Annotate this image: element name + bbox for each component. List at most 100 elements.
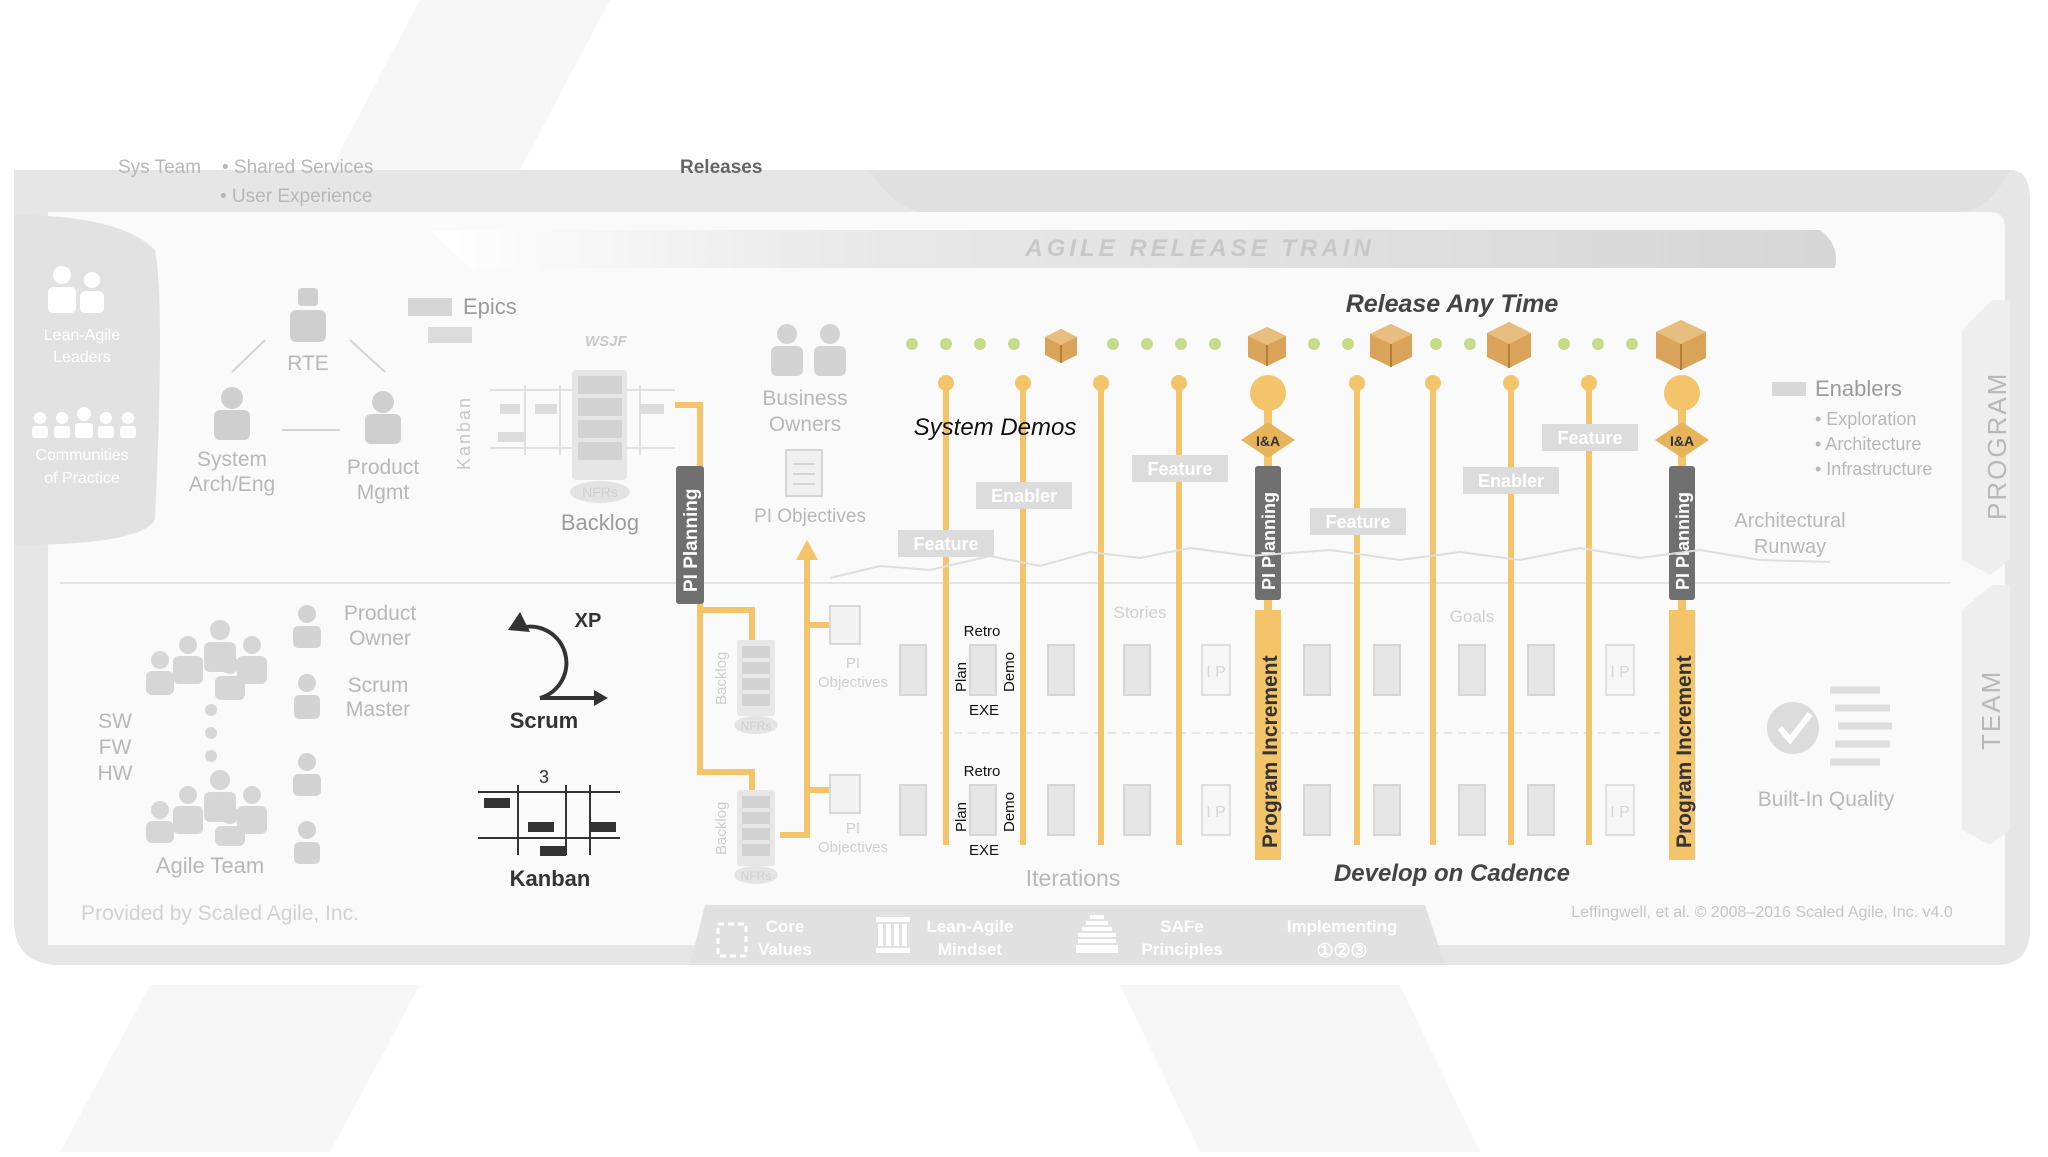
program-increment-label-2: Program Increment [1673,655,1696,848]
built-in-quality-label: Built-In Quality [1758,788,1895,811]
banner-title: AGILE RELEASE TRAIN [1024,235,1374,262]
ia-label: I&A [1256,433,1280,449]
team-pi-objectives-1-label-1: PI [846,655,860,672]
scrum-master-label-2: Master [346,698,410,721]
program-nfrs-label: NFRs [582,484,618,500]
ip-label: I P [1610,804,1630,821]
retro-label-2: Retro [964,763,1001,780]
mindset-label-2: Mindset [938,940,1003,959]
releases-label: Releases [680,157,762,178]
system-arch-label-1: System [197,448,267,471]
program-increment-label-1: Program Increment [1259,655,1282,848]
agile-team-label[interactable]: Agile Team [156,853,264,878]
team-tab-label: TEAM [1976,670,2006,750]
business-owners-label-1: Business [762,387,847,410]
system-arch-label-2: Arch/Eng [189,473,275,496]
program-tab-label: PROGRAM [1982,372,2012,520]
feature-card[interactable]: Feature [1542,424,1638,451]
connector-dots [205,704,217,762]
pi-milestone-icon [1664,375,1700,411]
agile-release-train-banner: AGILE RELEASE TRAIN [430,230,1836,268]
fw-label: FW [99,736,132,759]
release-any-time-label: Release Any Time [1346,290,1559,318]
team-pi-objectives-2-label-1: PI [846,820,860,837]
exe-label-1: EXE [969,702,999,719]
enablers-infrastructure: • Infrastructure [1815,459,1932,479]
team-nfrs-label-1: NFRs [741,719,772,733]
leaders-label-2: Leaders [53,349,111,366]
xp-label: XP [575,610,602,632]
scrum-label: Scrum [510,708,578,733]
iterations-label: Iterations [1026,865,1121,891]
sys-team-label: Sys Team [118,157,201,178]
kanban-vertical-label: Kanban [454,396,474,470]
copyright-label: Leffingwell, et al. © 2008–2016 Scaled A… [1571,904,1953,921]
principles-label-2: Principles [1141,940,1222,959]
demo-label-1: Demo [1001,652,1018,692]
architectural-runway-label-2: Runway [1754,536,1826,558]
feature-card-label: Feature [1147,459,1212,479]
goals-label: Goals [1450,607,1494,626]
program-backlog-label: Backlog [561,510,639,535]
scrum-master-role[interactable]: Scrum Master [294,674,410,721]
enabler-card[interactable]: Enabler [1463,467,1559,494]
pi-objectives-label: PI Objectives [754,506,866,527]
ia-label: I&A [1670,433,1694,449]
team-objectives-doc-icon [830,606,860,644]
implementing-label-1: Implementing [1287,917,1398,936]
demo-label-2: Demo [1001,792,1018,832]
hw-label: HW [98,762,133,785]
feature-card-label: Feature [913,534,978,554]
product-owner-label-1: Product [344,602,417,625]
stories-label: Stories [1114,603,1167,622]
feature-card[interactable]: Feature [898,530,994,557]
enabler-card-label: Enabler [991,486,1057,506]
pi-planning-label-center: PI Planning [1259,492,1279,590]
product-mgmt-label-2: Mgmt [357,481,410,504]
leaders-label-1: Lean-Agile [44,327,121,344]
enablers-exploration: • Exploration [1815,409,1916,429]
product-mgmt-label-1: Product [347,456,420,479]
enabler-card-icon [1772,382,1806,396]
plan-label-1: Plan [953,662,970,692]
provided-by-label: Provided by Scaled Agile, Inc. [81,902,359,925]
pi-planning-bar-left[interactable]: PI Planning [676,466,704,604]
epics-label[interactable]: Epics [463,294,517,319]
team-pi-objectives-1-label-2: Objectives [818,674,888,691]
team-backlog-label-1: Backlog [713,652,730,705]
communities-label-2: of Practice [44,470,120,487]
ip-label: I P [1206,804,1226,821]
plan-label-2: Plan [953,802,970,832]
product-owner-label-2: Owner [349,627,411,650]
principles-label-1: SAFe [1160,917,1203,936]
enabler-card[interactable]: Enabler [976,482,1072,509]
left-tab [14,215,160,545]
pi-planning-label-left: PI Planning [681,489,702,592]
rte-label: RTE [287,352,329,375]
quality-check-icon [1767,702,1819,754]
pi-milestone-icon [1250,375,1286,411]
ip-label: I P [1206,664,1226,681]
enablers-title: Enablers [1815,376,1902,401]
ip-label: I P [1610,664,1630,681]
pi-objectives-doc-icon [786,450,822,496]
core-values-label-2: Values [758,940,812,959]
architectural-runway-label-1: Architectural [1734,510,1845,532]
retro-label-1: Retro [964,623,1001,640]
business-owners-label-2: Owners [769,413,841,436]
feature-card[interactable]: Feature [1310,508,1406,535]
mindset-label-1: Lean-Agile [927,917,1014,936]
kanban-label: Kanban [510,866,591,891]
kanban-wip-label: 3 [539,767,549,787]
enablers-architecture: • Architecture [1815,434,1921,454]
develop-on-cadence-label: Develop on Cadence [1334,860,1570,887]
epic-card-icon [408,298,452,316]
exe-label-2: EXE [969,842,999,859]
communities-label-1: Communities [35,447,128,464]
core-values-label-1: Core [766,917,805,936]
sw-label: SW [98,710,132,733]
feature-card[interactable]: Feature [1132,455,1228,482]
wsjf-label: WSJF [585,333,628,350]
feature-card-label: Feature [1557,428,1622,448]
